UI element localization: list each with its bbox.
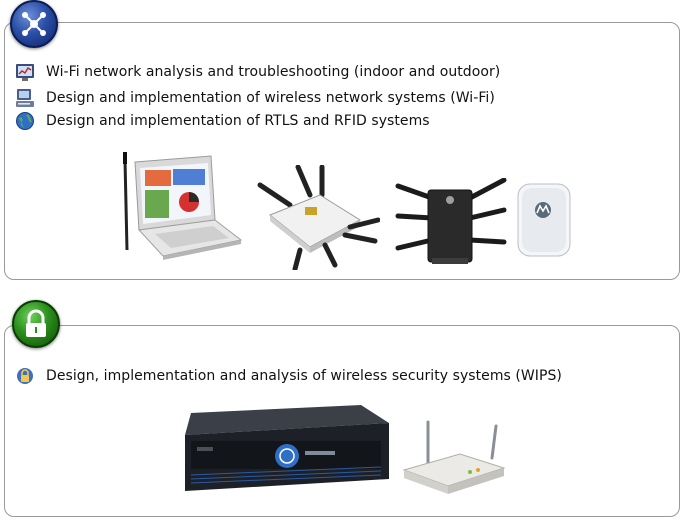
access-point-white <box>517 183 571 257</box>
wireless-sensor <box>402 420 506 494</box>
laptop-with-antenna <box>123 152 243 260</box>
service-item-wips: Design, implementation and analysis of w… <box>15 366 562 386</box>
chart-monitor-icon <box>16 64 34 81</box>
service-item-label: Design and implementation of RTLS and RF… <box>46 113 430 129</box>
globe-icon <box>16 112 34 130</box>
access-point-black <box>395 178 507 264</box>
service-item-label: Wi-Fi network analysis and troubleshooti… <box>46 64 501 80</box>
wireless-router <box>257 165 380 270</box>
padlock-icon <box>12 300 60 348</box>
rack-server-appliance <box>185 405 389 491</box>
service-item-label: Design and implementation of wireless ne… <box>46 90 495 106</box>
network-nodes-icon <box>10 0 58 48</box>
computer-icon <box>16 89 34 107</box>
service-item-wifi-design: Design and implementation of wireless ne… <box>15 88 495 108</box>
service-item-rtls-rfid: Design and implementation of RTLS and RF… <box>15 111 430 131</box>
secure-network-icon <box>17 368 33 384</box>
service-item-wifi-analysis: Wi-Fi network analysis and troubleshooti… <box>15 62 500 82</box>
service-item-label: Design, implementation and analysis of w… <box>46 368 562 384</box>
